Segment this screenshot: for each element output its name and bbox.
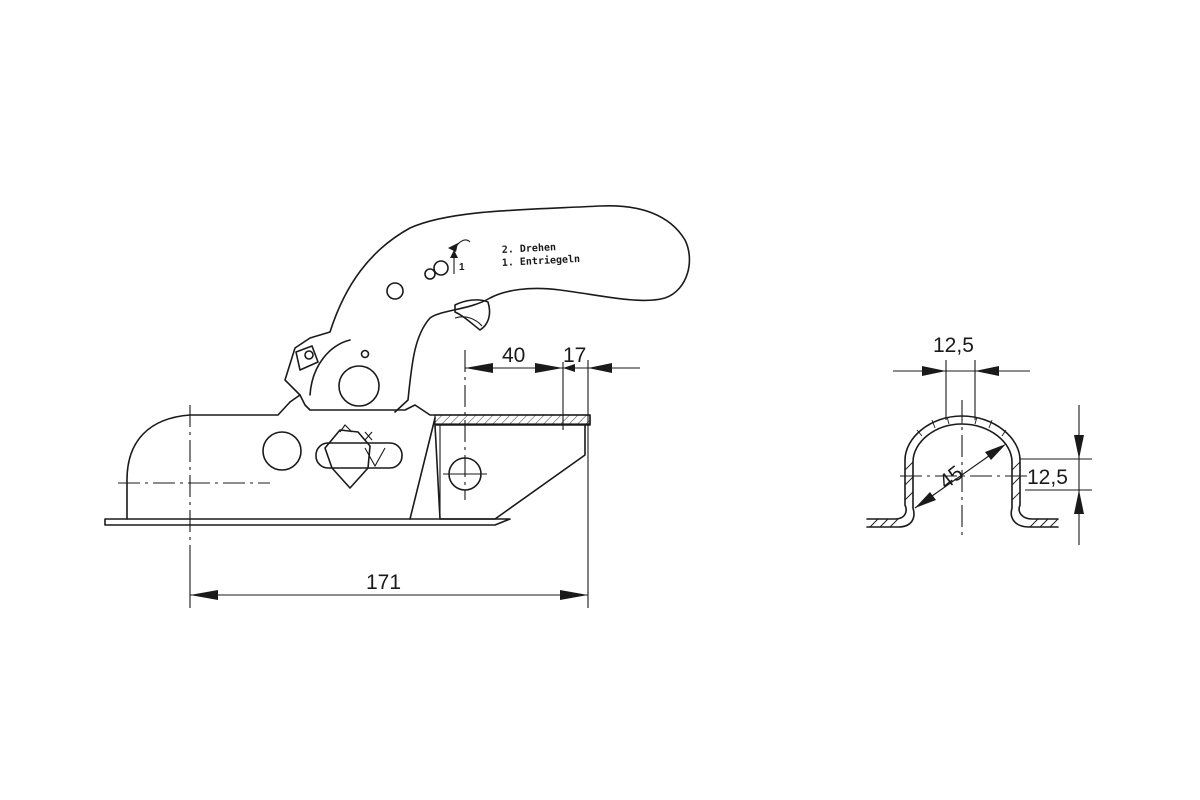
coupling-side-view: 1 2. Drehen 1. Entriegeln 171 40 17 [104,204,691,608]
lever-pin [304,350,314,360]
lock-indicator [424,268,436,280]
handle-lever [284,204,691,413]
dim-17-arrow-left [563,364,575,372]
dim-171-arrow-right [560,590,588,600]
dim-45-arrow-start [915,492,936,508]
dim-171-arrow-left [190,590,218,600]
clamp-hatching [869,416,1059,528]
dim-40-text: 40 [502,344,525,367]
unlock-arrowhead-icon [450,250,458,258]
front-wedge [409,417,586,520]
wear-indicator-slot [315,442,403,469]
handle-hole [386,282,404,300]
shaft-section [434,414,591,425]
indicator-nut [324,429,371,489]
trigger-detail [454,316,483,327]
dim-171-text: 171 [366,571,401,594]
small-pin [360,349,370,359]
dim-width-arrow-right [975,366,999,376]
indicator-marks [339,424,373,441]
indicator-v [364,447,386,468]
trigger [454,299,491,331]
pivot-hole [338,365,380,407]
housing-hole [262,431,302,471]
dim-width-text: 12,5 [933,334,974,357]
dim-45-arrow [985,444,1006,460]
lock-indicator-large [433,260,449,276]
dim-height-arrow-top [1074,435,1084,459]
clamp-section-view: 45 12,5 12,5 [866,334,1092,545]
dim-width-arrow-left [922,366,946,376]
dim-height-text: 12,5 [1027,466,1068,489]
dim-17-text: 17 [563,344,586,367]
arrow-number: 1 [459,262,465,273]
dim-height-arrow-bottom [1074,490,1084,514]
handle-label-line1: 2. Drehen [502,242,557,256]
base-plate [104,518,511,526]
handle-inner-edge [309,339,351,396]
dim-17-arrow-right [588,363,612,373]
lever-tab [295,345,319,371]
dim-40-arrow-left [465,363,493,373]
dim-45-text: 45 [935,461,968,494]
handle-label-line2: 1. Entriegeln [502,253,581,269]
rotate-arrowhead-icon [448,243,458,252]
dim-40-arrow-right [535,363,563,373]
